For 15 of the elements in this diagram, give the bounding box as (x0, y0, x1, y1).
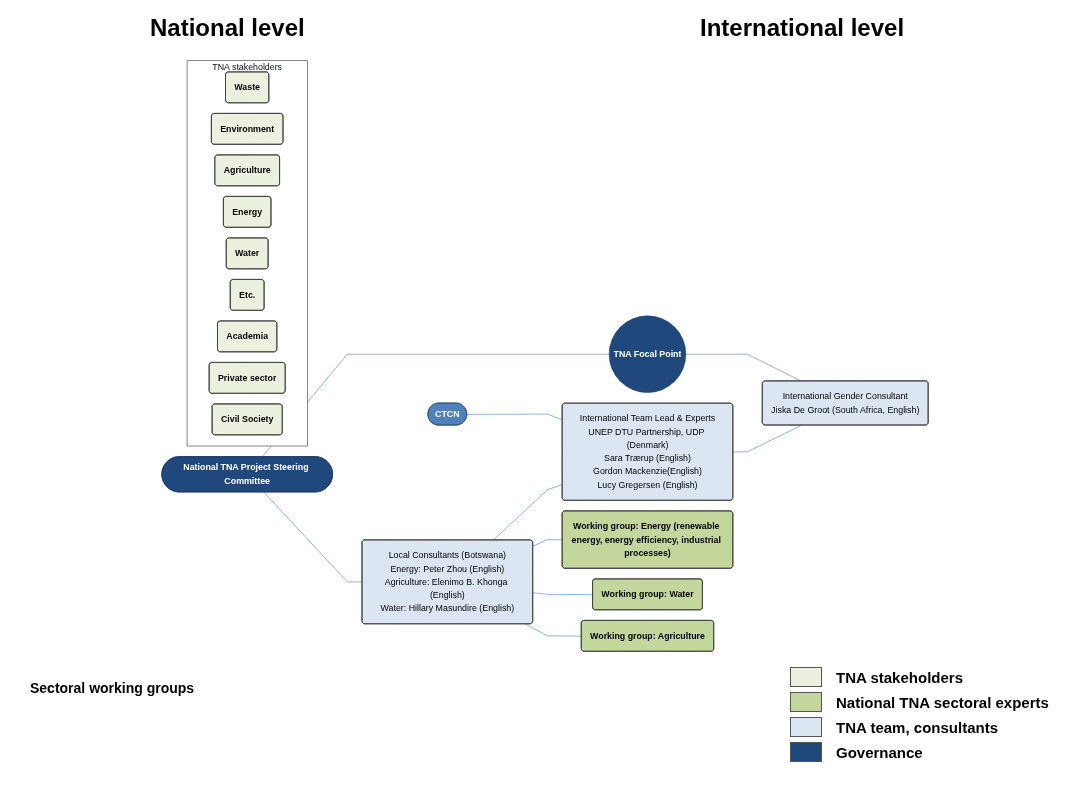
connector (525, 623, 582, 637)
legend-text: National TNA sectoral experts (836, 693, 1049, 711)
connector (263, 491, 363, 583)
group-label: Sectoral working groups (30, 680, 196, 696)
section-heading: International level (700, 14, 905, 42)
legend-text: TNA stakeholders (836, 668, 963, 686)
section-heading: National level (150, 14, 305, 42)
connector (532, 539, 563, 547)
connector (532, 592, 594, 595)
legend-text: Governance (836, 743, 923, 761)
legend-text: TNA team, consultants (836, 718, 998, 736)
node-circle: TNA Focal Point (608, 315, 687, 393)
connector (492, 484, 563, 541)
connector (732, 425, 802, 453)
connector (466, 413, 563, 421)
